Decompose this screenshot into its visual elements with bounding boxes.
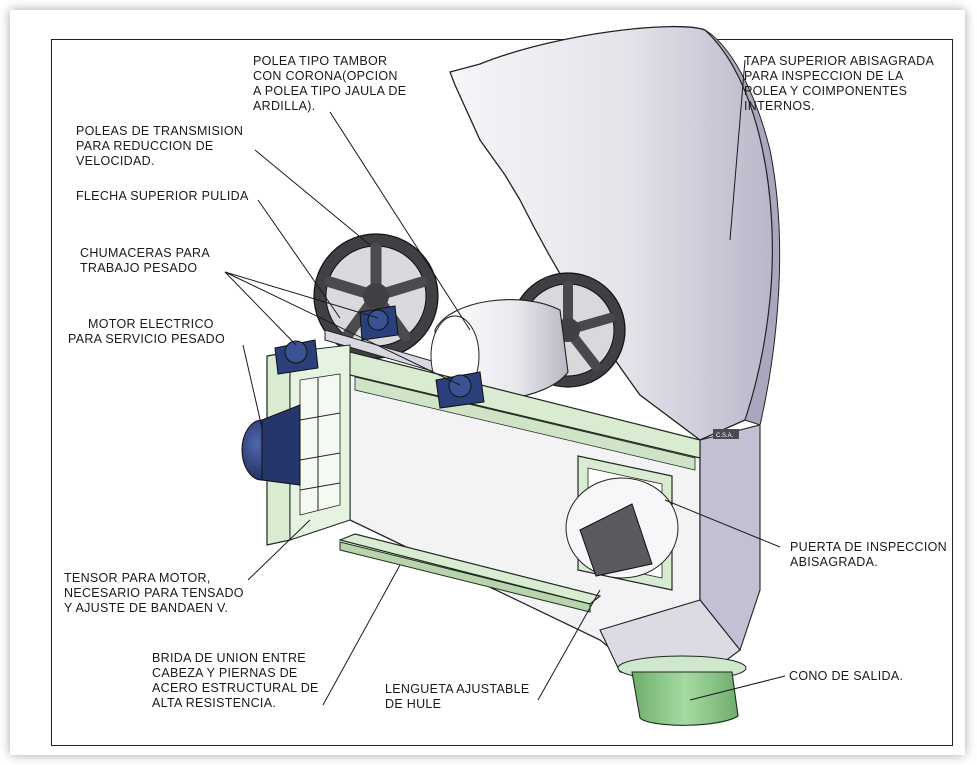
front-transmission-pulley	[313, 233, 439, 359]
outlet-cone	[617, 655, 747, 726]
leader-lines	[224, 59, 786, 706]
label-polished-shaft: FLECHA SUPERIOR PULIDA	[76, 189, 249, 203]
label-rubber-tongue: LENGUETA AJUSTABLE DE HULE	[385, 682, 533, 711]
pillow-block-bearing-left	[274, 339, 319, 375]
label-outlet-cone: CONO DE SALIDA.	[789, 669, 903, 683]
lower-connecting-flange	[338, 533, 602, 605]
housing-right-side	[699, 424, 761, 652]
inspection-door	[565, 455, 679, 591]
label-motor-tensioner: TENSOR PARA MOTOR, NECESARIO PARA TENSAD…	[64, 571, 248, 615]
pillow-block-bearing-right	[435, 371, 485, 409]
hood-side-face	[704, 29, 781, 426]
label-bearings: CHUMACERAS PARA TRABAJO PESADO	[80, 246, 213, 275]
label-transmission-pulleys: POLEAS DE TRANSMISION PARA REDUCCION DE …	[76, 124, 247, 168]
label-inspection-door: PUERTA DE INSPECCION ABISAGRADA.	[790, 540, 951, 569]
label-electric-motor: MOTOR ELECTRICO PARA SERVICIO PESADO	[68, 317, 225, 346]
pillow-block-bearing-mid	[359, 305, 399, 341]
name-plate	[713, 429, 739, 439]
electric-motor	[241, 404, 301, 486]
label-drum-pulley: POLEA TIPO TAMBOR CON CORONA(OPCION A PO…	[253, 54, 410, 113]
name-plate-text: C.S.A.	[716, 433, 734, 439]
motor-tensioner-frame	[266, 344, 351, 546]
lower-flange-lip	[339, 541, 591, 613]
label-upper-cover: TAPA SUPERIOR ABISAGRADA PARA INSPECCION…	[744, 54, 937, 113]
label-flange: BRIDA DE UNION ENTRE CABEZA Y PIERNAS DE…	[152, 651, 322, 710]
